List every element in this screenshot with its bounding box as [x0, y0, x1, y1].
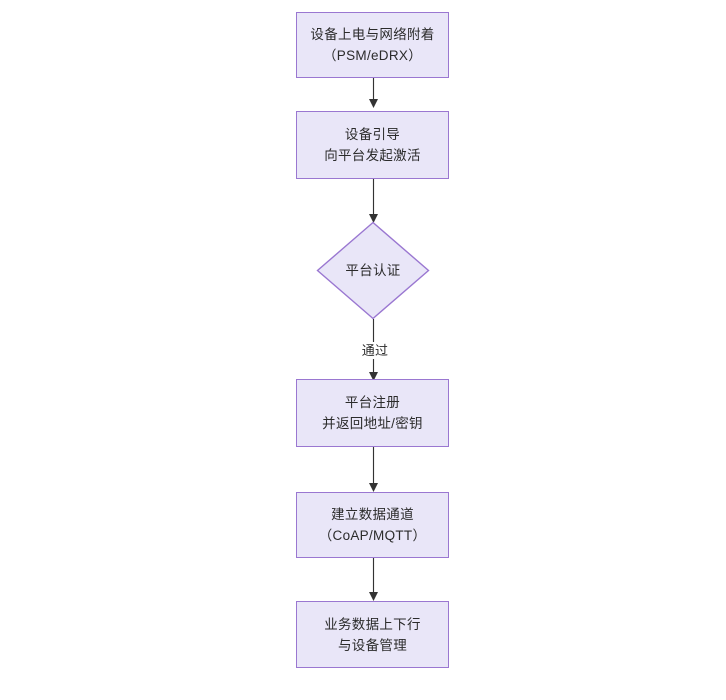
- flow-node-device-bootstrap[interactable]: 设备引导 向平台发起激活: [296, 111, 449, 179]
- flow-node-line-2: （PSM/eDRX）: [322, 48, 423, 63]
- flow-connector-n4-n5: [369, 447, 378, 492]
- flow-node-line-2: （CoAP/MQTT）: [318, 528, 427, 543]
- flow-node-line-1: 设备上电与网络附着: [310, 27, 435, 42]
- diamond-shape-icon: [316, 221, 430, 320]
- flow-node-line-1: 业务数据上下行: [324, 616, 421, 632]
- flow-node-line-2: 与设备管理: [338, 637, 407, 653]
- flow-connector-n2-n3: [369, 179, 378, 223]
- flow-node-platform-auth[interactable]: 平台认证: [316, 221, 430, 320]
- flow-node-data-channel[interactable]: 建立数据通道 （CoAP/MQTT）: [296, 492, 449, 558]
- flow-node-line-2: 并返回地址/密钥: [322, 416, 423, 431]
- flow-node-power-on-attach[interactable]: 设备上电与网络附着 （PSM/eDRX）: [296, 12, 449, 78]
- flow-node-platform-register[interactable]: 平台注册 并返回地址/密钥: [296, 379, 449, 447]
- flow-node-line-1: 建立数据通道: [331, 507, 414, 522]
- flow-node-line-2: 向平台发起激活: [324, 148, 421, 163]
- flow-node-line-1: 设备引导: [344, 127, 401, 142]
- flow-node-line-1: 平台注册: [344, 395, 401, 410]
- flow-connector-n5-n6: [369, 558, 378, 601]
- flow-node-business-data[interactable]: 业务数据上下行 与设备管理: [296, 601, 449, 668]
- flow-connector-n1-n2: [369, 78, 378, 108]
- flow-edge-label-pass: 通过: [355, 342, 395, 359]
